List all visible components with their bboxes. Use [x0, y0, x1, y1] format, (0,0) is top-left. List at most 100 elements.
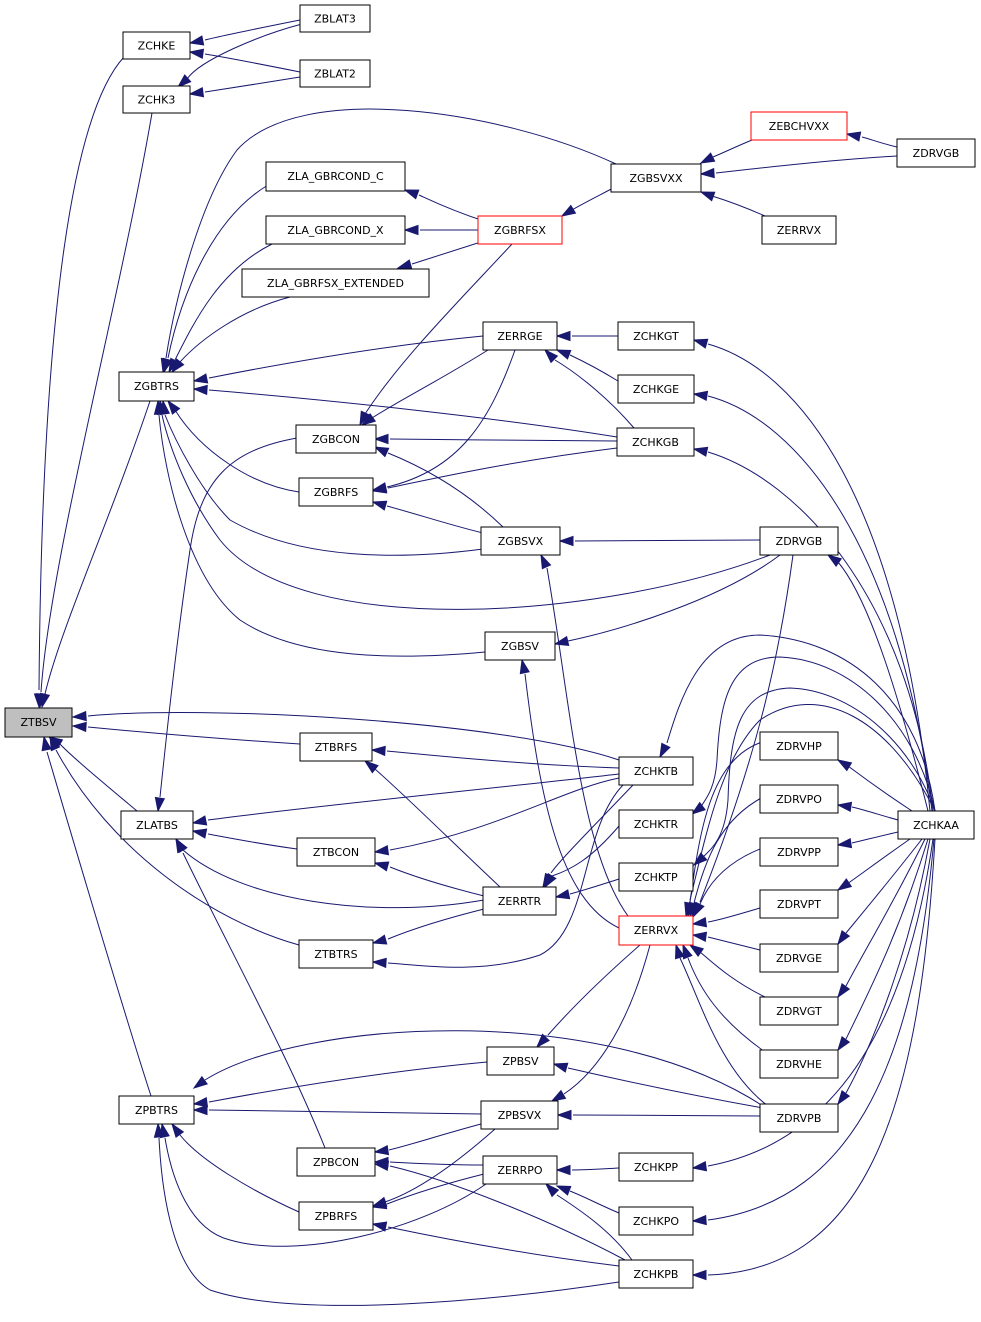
node-zchktr[interactable]: ZCHKTR — [618, 809, 694, 839]
edge-zerrpo-to-zpbtrs-line — [164, 1137, 487, 1247]
node-zgbtrs[interactable]: ZGBTRS — [118, 371, 195, 402]
node-zerrvx[interactable]: ZERRVX — [618, 915, 694, 946]
node-zpbsv[interactable]: ZPBSV — [486, 1046, 555, 1076]
edge-zgbrfs-to-zgbtrs-arrowhead — [167, 399, 181, 415]
node-zdrvpt[interactable]: ZDRVPT — [759, 889, 839, 919]
node-zchkpo[interactable]: ZCHKPO — [618, 1206, 694, 1236]
node-zpbtrs[interactable]: ZPBTRS — [118, 1095, 195, 1125]
node-zgbrfs[interactable]: ZGBRFS — [298, 477, 374, 507]
node-zchkpb[interactable]: ZCHKPB — [618, 1259, 694, 1289]
edge-zchktb-to-zerrtr-line — [550, 784, 634, 874]
node-zpbcon[interactable]: ZPBCON — [296, 1147, 376, 1177]
node-ztbrfs-label: ZTBRFS — [315, 741, 358, 754]
node-zdrvpp[interactable]: ZDRVPP — [759, 837, 839, 867]
edge-zchkpp-to-zerrpo-line — [571, 1167, 620, 1171]
node-zgbsvxx[interactable]: ZGBSVXX — [610, 163, 702, 193]
node-ztbtrs[interactable]: ZTBTRS — [298, 939, 374, 969]
edge-zchkaa-to-zdrvhe-line — [845, 838, 929, 1040]
node-zblat2[interactable]: ZBLAT2 — [299, 59, 371, 88]
edge-zchkgb-to-zgbcon — [373, 433, 618, 445]
edge-zgbcon-to-zlatbs — [154, 437, 298, 813]
node-zdrvhe[interactable]: ZDRVHE — [759, 1049, 839, 1079]
node-zchk3[interactable]: ZCHK3 — [122, 85, 191, 114]
edge-zla-x-to-zgbtrs — [168, 243, 273, 374]
node-zchke[interactable]: ZCHKE — [122, 31, 191, 60]
node-zdrvhp-label: ZDRVHP — [776, 740, 822, 753]
edge-zerrtr-to-ztbtrs-arrowhead — [371, 934, 388, 945]
edge-zchktb-to-zerrtr-arrowhead — [542, 872, 555, 889]
node-zchkaa[interactable]: ZCHKAA — [897, 810, 975, 840]
edge-ztbrfs-to-ztbsv — [71, 721, 301, 745]
edge-zgbrfsx-to-zla-ext-line — [411, 240, 485, 265]
edge-zchkaa-to-zchkgt — [692, 338, 931, 812]
edge-zla-c-to-zgbtrs-arrowhead — [162, 357, 173, 374]
node-zgbtrs-label: ZGBTRS — [134, 380, 179, 393]
edge-zgbrfsx-to-zla-x-arrowhead — [403, 224, 419, 236]
node-zla-gbrcond-x[interactable]: ZLA_GBRCOND_X — [265, 215, 406, 245]
node-zebchvxx[interactable]: ZEBCHVXX — [750, 111, 848, 141]
edge-zchkaa-to-zdrvpo-arrowhead — [836, 801, 853, 813]
edge-zdrvpb-to-zpbsv — [552, 1062, 764, 1109]
node-zblat3[interactable]: ZBLAT3 — [299, 4, 371, 33]
node-zdrvgb[interactable]: ZDRVGB — [759, 526, 839, 556]
edge-zblat3-to-zchke — [188, 19, 301, 46]
node-zgbcon-label: ZGBCON — [312, 433, 360, 446]
edge-zebchvxx-to-zgbsvxx — [699, 139, 753, 164]
node-zdrvpo[interactable]: ZDRVPO — [759, 784, 839, 814]
node-zchktp[interactable]: ZCHKTP — [618, 862, 694, 892]
node-zdrvgb-label: ZDRVGB — [776, 535, 823, 548]
node-zchk3-label: ZCHK3 — [138, 94, 176, 107]
node-zdrvgt-label: ZDRVGT — [776, 1005, 822, 1018]
edge-zchktb-to-ztbtrs — [371, 784, 624, 969]
node-zgbrfsx[interactable]: ZGBRFSX — [477, 215, 563, 245]
edge-zchkaa-to-zchktr-line — [699, 656, 936, 812]
node-zgbcon[interactable]: ZGBCON — [295, 424, 377, 454]
node-zla-gbrcond-c-label: ZLA_GBRCOND_C — [287, 170, 384, 183]
edge-zchktb-to-zlatbs-arrowhead — [191, 815, 208, 826]
call-graph-edges — [33, 19, 936, 1306]
edge-zpbtrs-to-ztbsv-arrowhead — [41, 735, 52, 752]
edge-zchkpb-to-zerrpo-arrowhead — [544, 1182, 560, 1198]
edge-zdrvpt-to-zerrvx-arrowhead — [691, 917, 708, 928]
edge-zlatbs-to-ztbsv — [47, 736, 138, 812]
node-zlatbs[interactable]: ZLATBS — [120, 810, 194, 840]
edge-zerrvx-top-to-zgbsvxx — [699, 191, 766, 217]
edge-zdrvhp-to-zerrvx — [684, 741, 763, 918]
node-zgbsvx[interactable]: ZGBSVX — [480, 526, 561, 556]
node-zchktb[interactable]: ZCHKTB — [618, 756, 694, 786]
node-zchktr-label: ZCHKTR — [634, 818, 679, 831]
edge-zchktb-to-ztbrfs — [370, 745, 620, 769]
node-zerrge[interactable]: ZERRGE — [482, 321, 558, 351]
node-zchkpp[interactable]: ZCHKPP — [618, 1152, 694, 1182]
node-zchkgt[interactable]: ZCHKGT — [617, 321, 695, 351]
node-zerrvx-top[interactable]: ZERRVX — [761, 215, 837, 245]
node-zerrtr[interactable]: ZERRTR — [482, 886, 557, 916]
node-zdrvgb-right[interactable]: ZDRVGB — [896, 138, 976, 168]
node-zchkge[interactable]: ZCHKGE — [617, 374, 695, 404]
node-zdrvhp[interactable]: ZDRVHP — [759, 731, 839, 761]
node-zpbrfs[interactable]: ZPBRFS — [298, 1201, 374, 1231]
edge-zchkgt-to-zerrge-arrowhead — [555, 330, 571, 342]
node-ztbrfs[interactable]: ZTBRFS — [299, 732, 373, 762]
edge-zchkaa-to-zdrvhe — [837, 838, 929, 1052]
node-zerrpo[interactable]: ZERRPO — [482, 1155, 558, 1185]
node-zla-gbrfsx-extended[interactable]: ZLA_GBRFSX_EXTENDED — [241, 268, 430, 298]
edge-zgbrfsx-to-zla-ext — [396, 240, 485, 270]
node-zdrvgt[interactable]: ZDRVGT — [759, 996, 839, 1026]
edge-zchktb-to-ztbrfs-arrowhead — [370, 745, 386, 757]
node-zla-gbrcond-c[interactable]: ZLA_GBRCOND_C — [265, 161, 406, 192]
edge-zchkaa-to-zchkpo — [691, 838, 935, 1226]
node-zdrvge[interactable]: ZDRVGE — [759, 943, 839, 973]
edge-zchkaa-to-zchkge-arrowhead — [692, 390, 709, 402]
node-zdrvpb[interactable]: ZDRVPB — [759, 1103, 839, 1133]
edge-zchkaa-to-zdrvgb-arrowhead — [826, 554, 843, 568]
edge-zgbrfsx-to-zla-c-arrowhead — [403, 189, 420, 200]
node-zgbsv[interactable]: ZGBSV — [484, 631, 556, 661]
edge-zdrvgt-to-zerrvx — [688, 944, 766, 998]
edge-zgbrfsx-to-zgbcon — [359, 243, 513, 427]
node-ztbsv[interactable]: ZTBSV — [4, 707, 73, 738]
node-zpbsvx[interactable]: ZPBSVX — [480, 1100, 559, 1130]
edge-zchkge-to-zerrge — [555, 349, 619, 382]
node-zchkgb[interactable]: ZCHKGB — [616, 427, 695, 457]
node-ztbcon[interactable]: ZTBCON — [296, 837, 376, 867]
